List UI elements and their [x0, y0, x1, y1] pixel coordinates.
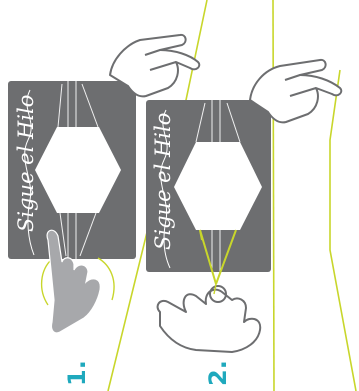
thread-line-3 [330, 70, 356, 391]
hand-pinching-thread-icon-2 [158, 286, 261, 352]
step-number-2: 2. [204, 360, 232, 386]
step-2-card: Sigue el Hilo [146, 100, 271, 272]
card-title-1: Sigue el Hilo [14, 95, 38, 232]
step-1-card: Sigue el Hilo [8, 81, 136, 259]
card-title-2: Sigue el Hilo [151, 113, 175, 250]
thread-line-2 [273, 0, 274, 391]
step-number-1: 1. [63, 360, 91, 386]
